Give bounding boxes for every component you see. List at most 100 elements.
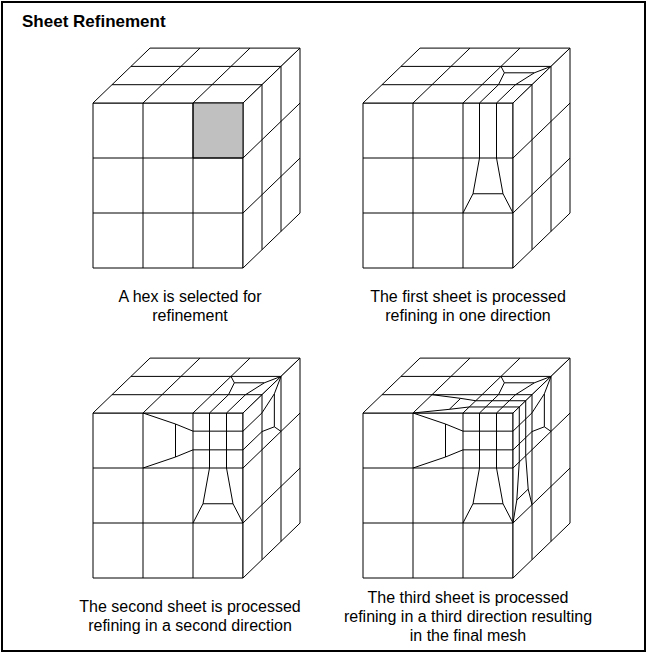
mesh-edge [363,468,513,469]
refinement-edge [469,406,519,407]
cube-front-face [93,103,243,268]
mesh-edge [143,413,144,578]
mesh-edge [401,376,551,377]
refinement-edge [517,489,528,500]
mesh-edge [363,523,513,524]
mesh-edge [513,103,570,158]
refinement-edge [449,398,460,409]
refinement-edge [497,468,504,504]
refinement-edge [534,66,551,72]
refinement-edge [274,427,281,432]
cube-front-face [363,103,513,268]
mesh-edge [513,158,570,213]
mesh-edge [281,66,282,231]
mesh-edge [243,468,300,523]
refinement-edge [413,457,446,468]
mesh-edge [363,158,513,159]
refinement-edge [501,376,504,382]
refinement-edge [501,66,504,72]
cube-right-face [243,358,300,578]
mesh-edge [463,48,520,103]
refinement-edge [262,427,274,432]
refinement-edge [528,489,532,505]
refinement-edge [175,424,176,457]
caption: The first sheet is processed refining in… [348,287,588,325]
mesh-edge [193,413,194,578]
refinement-edge [176,424,194,431]
refinement-edge [413,413,446,424]
refinement-edge [544,376,551,393]
refinement-edge [499,73,505,85]
mesh-edge [413,103,414,268]
cube-right-face [243,48,300,268]
mesh-edge [551,376,552,541]
refinement-edge [226,413,227,468]
mesh-edge [551,66,552,231]
mesh-edge [193,103,194,268]
caption: The third sheet is processed refining in… [343,588,593,645]
refinement-edge [476,400,526,401]
refinement-edge [513,413,532,431]
refinement-edge [473,193,503,194]
refinement-edge [479,413,480,468]
refinement-edge [463,194,473,213]
refinement-edge [234,382,264,383]
refinement-edge [432,395,461,399]
refinement-edge [517,462,519,500]
refinement-edge [227,468,234,504]
mesh-edge [93,523,243,524]
refinement-edge [193,504,203,523]
mesh-edge [463,413,464,578]
cube-front-face [93,413,243,578]
refinement-edge [246,383,265,395]
mesh-edge [243,103,300,158]
mesh-edge [513,468,570,523]
mesh-edge [262,85,263,250]
mesh-edge [193,358,250,413]
refinement-edge [274,376,281,393]
refinement-edge [274,394,275,427]
mesh-edge [143,103,144,268]
mesh-edge [131,376,281,377]
refinement-edge [544,394,545,427]
refinement-edge [544,427,551,432]
mesh-edge [193,48,250,103]
refinement-edge [463,449,513,450]
refinement-edge [243,413,262,431]
mesh-edge [243,413,300,468]
title: Sheet Refinement [22,12,166,32]
refinement-edge [516,383,535,395]
mesh-edge [413,358,470,413]
mesh-edge [93,158,243,159]
mesh-edge [513,413,570,468]
mesh-edge [413,48,470,103]
refinement-edge [497,395,516,413]
mesh-edge [93,468,243,469]
mesh-edge [243,158,300,213]
refinement-edge [463,504,473,523]
mesh-edge [262,395,263,560]
cube-front-face [363,413,513,578]
mesh-edge [93,213,243,214]
refinement-edge [231,376,234,382]
refinement-edge [532,394,544,413]
refinement-edge [227,395,246,413]
refinement-edge [473,503,503,504]
refinement-edge [229,383,235,395]
selected-hex [193,103,243,158]
mesh-edge [463,358,520,413]
refinement-edge [496,413,497,468]
mesh-edge [363,213,513,214]
refinement-edge [499,383,505,395]
refinement-edge [193,449,243,450]
refinement-edge [210,395,229,413]
refinement-edge [233,504,243,523]
refinement-edge [446,450,464,457]
mesh-edge [463,103,464,268]
refinement-edge [525,401,526,456]
refinement-edge [497,158,504,194]
refinement-edge [526,456,528,489]
cube-right-face [513,48,570,268]
refinement-edge [193,431,243,432]
